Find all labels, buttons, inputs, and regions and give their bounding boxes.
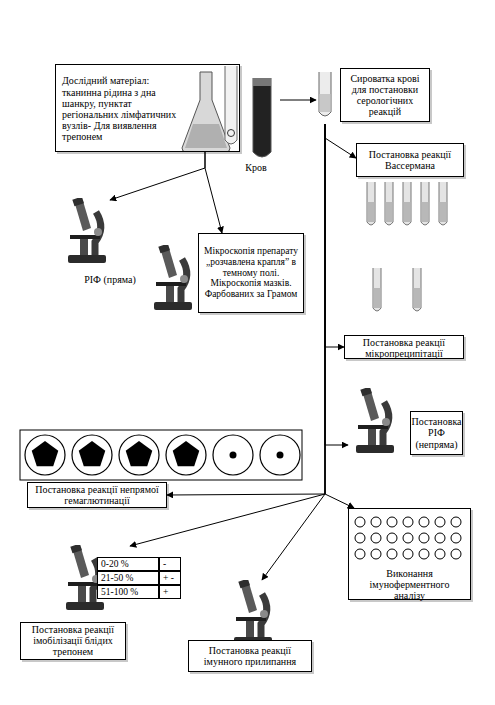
well-positive (166, 435, 206, 475)
well-positive (25, 435, 65, 475)
blood-tube-cap (253, 78, 271, 86)
microscope-symbol (68, 197, 106, 263)
text-box: Дослідний матеріал: тканинна рідина з дн… (55, 64, 240, 152)
wassermann-tube (367, 182, 375, 225)
node-text: Кров (234, 160, 278, 176)
well-positive (72, 435, 112, 475)
plate-outline (20, 430, 302, 480)
table-cell: + (159, 585, 181, 599)
microscope-symbol (234, 579, 272, 645)
text-box: Постановка реакції непрямої гемаглютинац… (27, 482, 167, 508)
text-box: Постановка РІФ (непряма) (348, 385, 463, 457)
arrow-connector (130, 124, 325, 546)
node-text: Постановка реакції мікропреципітації (345, 336, 463, 360)
hemagglutination-plate (20, 430, 302, 480)
table-cell: - (159, 557, 181, 571)
text-box: Постановка реакції імунного прилипання (188, 580, 312, 672)
well-negative (213, 435, 253, 475)
serum-tube (319, 72, 331, 116)
blood-tube (253, 78, 271, 157)
node-text: Сироватка крові для постановки серологіч… (340, 68, 430, 122)
text-box: Сироватка крові для постановки серологіч… (316, 66, 432, 124)
arrow-connector (205, 152, 222, 233)
node-text: Мікроскопія препарату „розчавлена крапля… (199, 234, 303, 312)
table-cell: 51-100 % (97, 585, 159, 599)
text-box: Виконання імуноферментного аналізу (348, 508, 471, 600)
tube-glass (225, 66, 237, 144)
elisa-well-row (355, 517, 461, 527)
node-text: Постановка реакції імунного прилипання (188, 640, 312, 672)
wassermann-tube (403, 182, 411, 225)
microscope-symbol (154, 244, 192, 310)
elisa-well-row (355, 533, 461, 543)
wassermann-tube (385, 182, 393, 225)
flask-body (182, 72, 230, 152)
elisa-plate (355, 517, 461, 559)
microscope-symbol (356, 387, 394, 453)
well-negative (260, 435, 300, 475)
tube-sample (228, 130, 235, 137)
node-text: Постановка реакції імобілізації блідих т… (20, 622, 126, 660)
text-box: Постановка реакції Вассермана (356, 143, 464, 177)
node-text: Постановка реакції непрямої гемаглютинац… (28, 483, 166, 507)
wassermann-tube (421, 182, 429, 225)
precipitation-tube (373, 268, 381, 311)
node-text: РІФ (пряма) (76, 264, 144, 296)
node-text: Дослідний матеріал: тканинна рідина з дн… (59, 69, 181, 149)
elisa-well-row (355, 549, 461, 559)
blood-tube-body (253, 78, 271, 157)
arrow-connector (325, 124, 348, 445)
arrow-connector (325, 124, 356, 158)
arrow-connector (280, 100, 316, 101)
wassermann-tube (439, 182, 447, 225)
table-cell: 0-20 % (97, 557, 159, 571)
precipitation-tube (413, 268, 421, 311)
text-box: РІФ (пряма) (60, 200, 146, 298)
flask (182, 72, 230, 152)
table-cell: + - (159, 571, 181, 585)
arrow-connector (110, 152, 205, 200)
serum-tube-body (319, 72, 331, 116)
serum-liquid (320, 94, 331, 112)
text-box: Постановка реакції мікропреципітації (344, 335, 464, 359)
node-text: Постановка РІФ (непряма) (410, 411, 463, 455)
well-positive (119, 435, 159, 475)
node-text: Виконання імуноферментного аналізу (351, 567, 468, 603)
test-tube (225, 66, 237, 144)
flask-liquid (185, 124, 227, 148)
table-cell: 21-50 % (97, 571, 159, 585)
arrow-connector (262, 124, 325, 580)
text-box: Кров (232, 72, 280, 178)
arrow-connector (325, 124, 344, 347)
text-box: Мікроскопія препарату „розчавлена крапля… (198, 233, 304, 313)
node-text: Постановка реакції Вассермана (357, 144, 463, 176)
arrow-connector (167, 124, 325, 495)
arrow-connector (325, 124, 354, 508)
